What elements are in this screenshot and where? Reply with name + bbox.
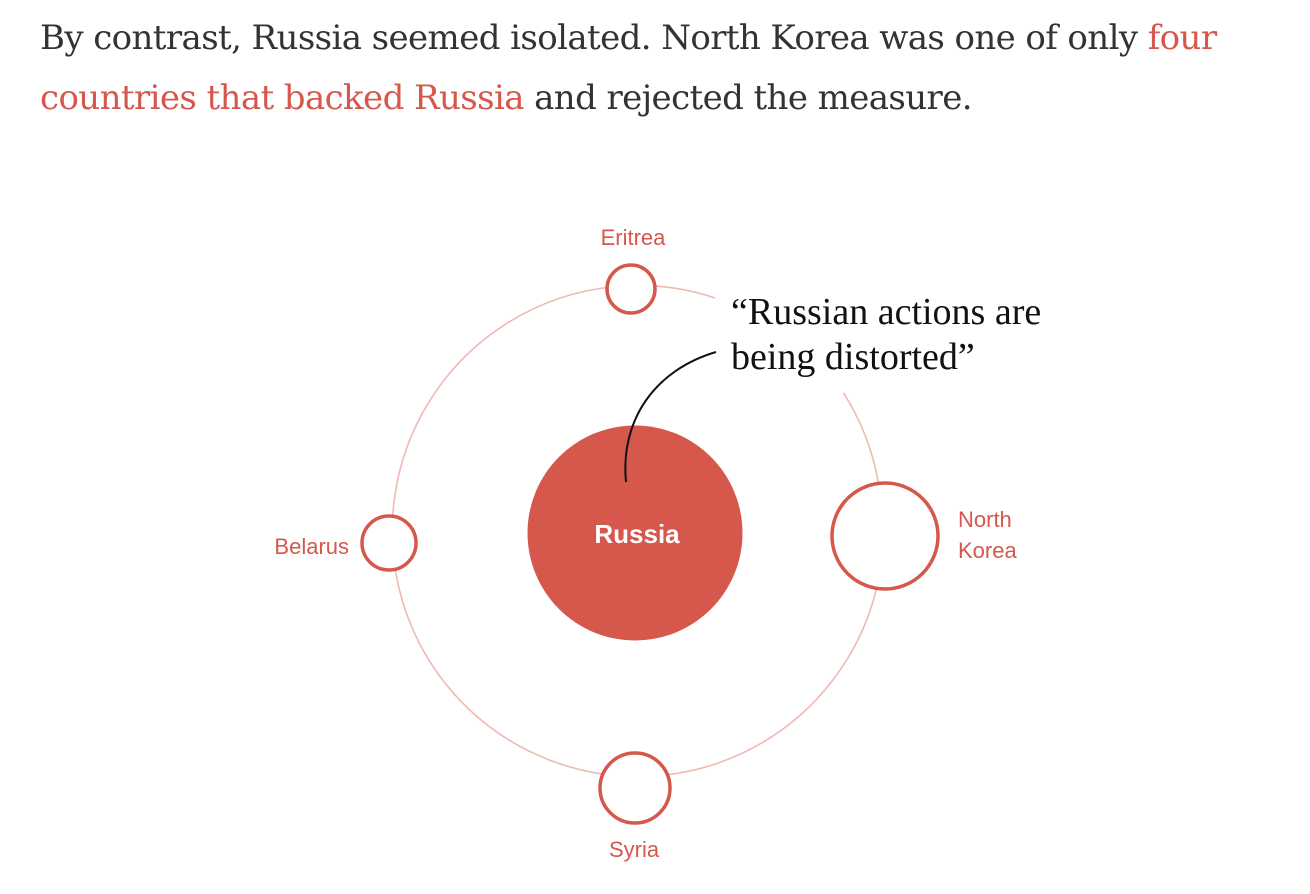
orbit-ring-segment [842,392,879,479]
russia-label: Russia [594,519,680,549]
russia-quote: “Russian actions are being distorted” [731,291,1051,378]
north-korea-node [830,481,940,591]
intro-paragraph: By contrast, Russia seemed isolated. Nor… [40,8,1302,128]
orbit-ring [391,284,885,778]
quote-leader-line [624,351,717,483]
backing-countries-link[interactable]: four countries that backed Russia [40,18,1217,118]
belarus-node [360,514,418,572]
north-korea-label: North Korea [958,507,1018,563]
intro-text-end: and rejected the measure. [523,78,972,118]
syria-node [598,751,672,825]
eritrea-node [605,263,657,315]
syria-label: Syria [609,837,660,862]
intro-text-start: By contrast, Russia seemed isolated. Nor… [40,18,1148,58]
belarus-label: Belarus [274,534,349,559]
eritrea-label: Eritrea [601,225,667,250]
russia-node [527,425,743,641]
